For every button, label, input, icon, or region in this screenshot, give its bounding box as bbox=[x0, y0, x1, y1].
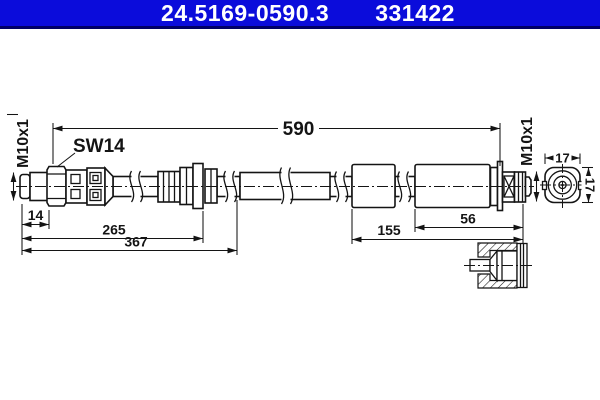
sw14-text: SW14 bbox=[73, 136, 125, 157]
dim-367: 367 bbox=[22, 200, 238, 255]
thread-left-text: M10x1 bbox=[15, 119, 32, 168]
dim-265-text: 265 bbox=[102, 222, 126, 238]
dim-155: 155 bbox=[351, 204, 524, 244]
label-wrench-sw14: SW14 bbox=[56, 136, 125, 168]
dim-265: 265 bbox=[22, 211, 204, 243]
dim-end-height-17: 17 bbox=[581, 166, 598, 204]
part-number: 24.5169-0590.3 bbox=[161, 0, 330, 26]
dim-end-width-text: 17 bbox=[555, 151, 569, 166]
dim-590-text: 590 bbox=[283, 119, 315, 140]
label-thread-right: M10x1 bbox=[519, 117, 540, 202]
catalog-number: 331422 bbox=[375, 0, 455, 26]
main-view bbox=[16, 160, 534, 212]
thread-right-text: M10x1 bbox=[519, 117, 536, 166]
dim-14-text: 14 bbox=[28, 207, 44, 223]
dim-end-width-17: 17 bbox=[544, 151, 581, 166]
dim-56-text: 56 bbox=[460, 211, 476, 227]
dim-end-height-text: 17 bbox=[583, 178, 598, 192]
title-bar: 24.5169-0590.3 331422 bbox=[0, 0, 600, 29]
dim-56: 56 bbox=[414, 209, 523, 232]
bracket-detail-view bbox=[464, 242, 533, 289]
dimensions: 590 SW14 M10x1 M10x1 14 265 bbox=[7, 113, 540, 255]
dim-thread-length-14: 14 bbox=[21, 204, 50, 255]
dim-155-text: 155 bbox=[377, 222, 401, 238]
left-fitting bbox=[19, 165, 114, 208]
dim-367-text: 367 bbox=[124, 234, 148, 250]
dim-overall-590: 590 bbox=[52, 118, 501, 166]
end-view: 17 17 bbox=[540, 151, 598, 208]
label-thread-left: M10x1 bbox=[7, 113, 32, 201]
